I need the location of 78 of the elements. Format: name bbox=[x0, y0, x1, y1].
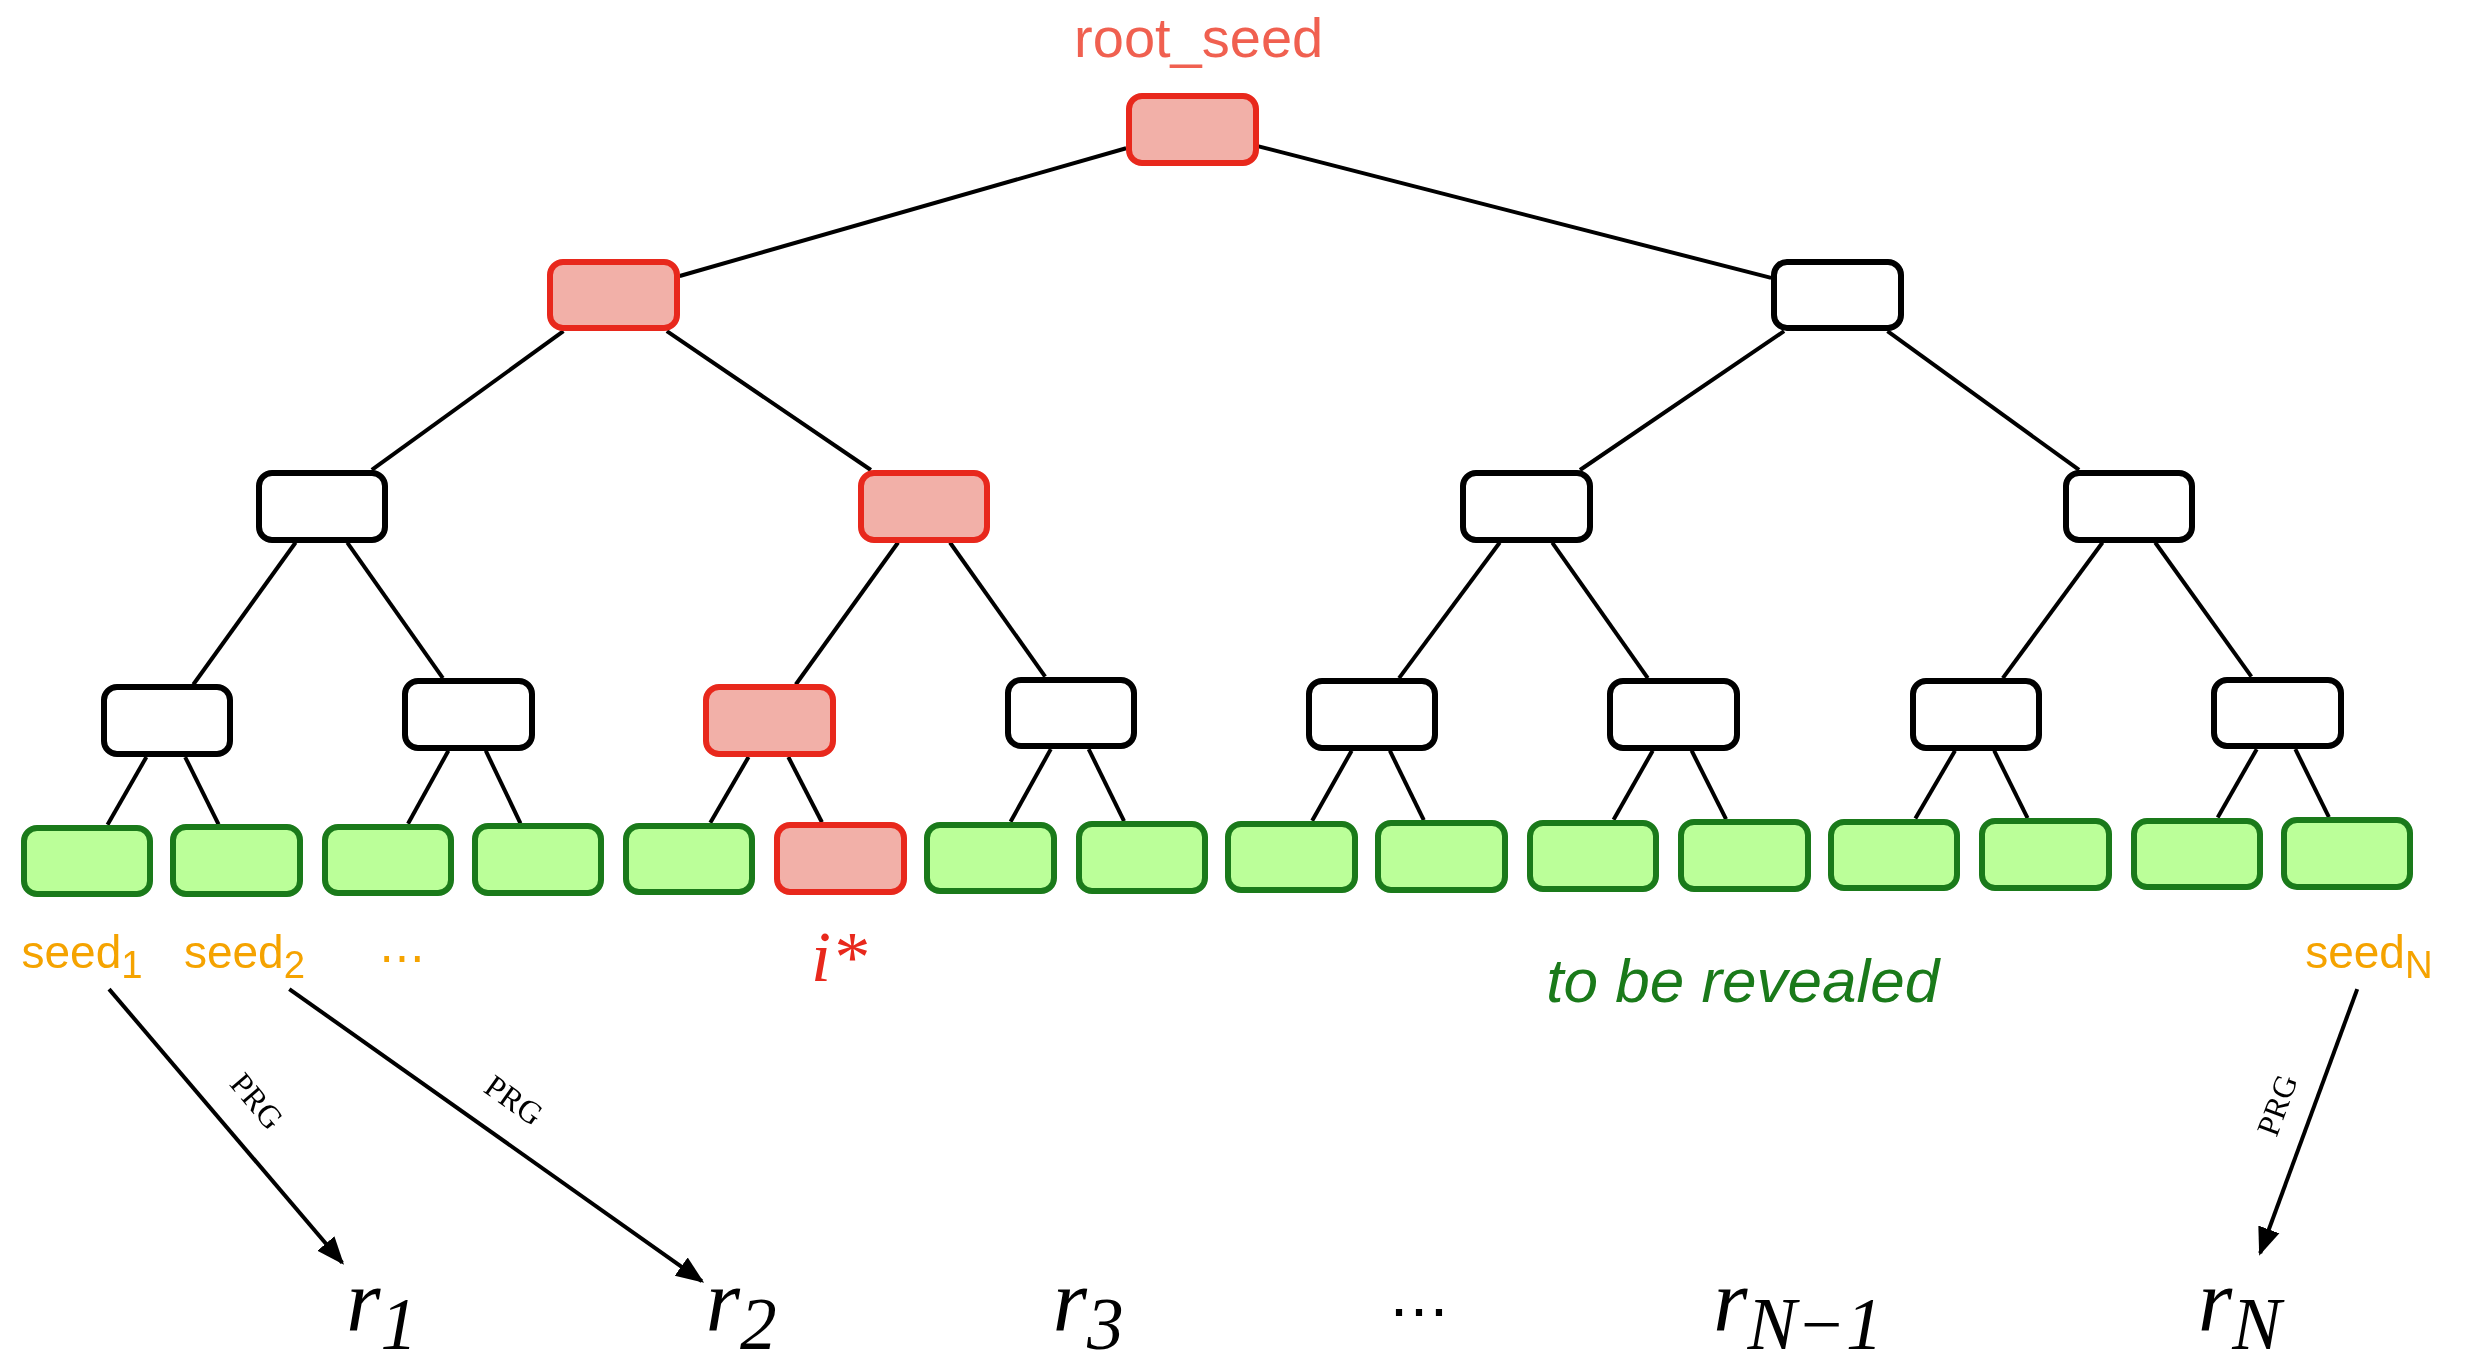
leaf-node bbox=[170, 824, 303, 897]
seed-label: seed$_{2}$ bbox=[183, 929, 305, 986]
leaf-node bbox=[1979, 818, 2112, 891]
tree-edge bbox=[948, 541, 1047, 678]
highlighted-node bbox=[857, 470, 991, 543]
leaf-node bbox=[1678, 819, 1811, 892]
tree-edge bbox=[191, 541, 298, 686]
leaf-node bbox=[2280, 817, 2414, 890]
leaf-node bbox=[321, 823, 455, 897]
tree-edge bbox=[2001, 541, 2105, 680]
tree-edge bbox=[345, 541, 445, 680]
tree-edge bbox=[679, 146, 1127, 278]
tree-node bbox=[1460, 470, 1593, 543]
node-caption: root_seed bbox=[1074, 9, 1324, 66]
tree-edge bbox=[2153, 541, 2253, 678]
edge-label: PRG bbox=[2251, 1070, 2303, 1141]
arrow bbox=[288, 987, 705, 1283]
tree-edge bbox=[1913, 749, 1957, 820]
tree-edge bbox=[665, 329, 872, 472]
tree-edge bbox=[183, 756, 221, 826]
tree-node bbox=[255, 470, 388, 543]
tree-edge bbox=[406, 749, 451, 825]
tree-edge bbox=[1689, 749, 1728, 821]
tree-edge bbox=[2215, 748, 2259, 819]
highlighted-node bbox=[703, 684, 836, 758]
tree-edge bbox=[1992, 749, 2030, 819]
leaf-node bbox=[471, 823, 605, 896]
arrow bbox=[107, 987, 345, 1265]
tree-edge bbox=[370, 329, 565, 472]
tree-node bbox=[402, 678, 535, 751]
tree-edge bbox=[1086, 748, 1126, 823]
output-label: r$_{N−1}$ bbox=[1713, 1257, 1883, 1360]
tree-edge bbox=[1578, 329, 1786, 472]
output-label: r$_{2}$ bbox=[705, 1257, 777, 1360]
annotation-text: to be revealed bbox=[1546, 950, 1940, 1012]
leaf-node bbox=[1225, 820, 1358, 894]
seed-label: seed$_{N}$ bbox=[2305, 929, 2433, 986]
tree-edge bbox=[105, 756, 149, 826]
tree-edge bbox=[1388, 749, 1426, 822]
tree-edge bbox=[1886, 329, 2081, 472]
leaf-node bbox=[1375, 820, 1508, 893]
arrow bbox=[2258, 988, 2360, 1256]
tree-edge bbox=[1310, 749, 1354, 822]
tree-edge bbox=[1008, 748, 1053, 823]
output-label: r$_{1}$ bbox=[346, 1257, 418, 1360]
tree-node bbox=[100, 684, 234, 758]
leaf-node bbox=[20, 824, 153, 898]
leaf-node bbox=[2130, 817, 2264, 891]
highlighted-node bbox=[1126, 93, 1259, 166]
leaf-node bbox=[622, 822, 756, 896]
leaf-node bbox=[1526, 819, 1660, 893]
tree-edge bbox=[1397, 541, 1502, 680]
tree-edge bbox=[1611, 749, 1655, 821]
edge-label: PRG bbox=[479, 1069, 550, 1132]
tree-node bbox=[1771, 258, 1904, 332]
tree-edge bbox=[1258, 144, 1772, 280]
ellipsis: ⋯ bbox=[379, 934, 426, 981]
seed-label: seed$_{1}$ bbox=[21, 929, 143, 986]
tree-edge bbox=[708, 756, 751, 824]
highlighted-node bbox=[547, 258, 680, 332]
tree-edge bbox=[786, 756, 824, 824]
tree-node bbox=[1004, 676, 1138, 750]
node-caption: i* bbox=[811, 921, 868, 994]
tree-edge bbox=[794, 541, 900, 686]
tree-node bbox=[1909, 678, 2043, 751]
leaf-node bbox=[1075, 821, 1209, 894]
tree-edge bbox=[1550, 541, 1650, 680]
tree-node bbox=[2211, 676, 2344, 750]
tree-node bbox=[2062, 470, 2196, 543]
output-label: r$_{3}$ bbox=[1052, 1257, 1124, 1360]
highlighted-node bbox=[774, 822, 907, 895]
tree-edge bbox=[2293, 748, 2331, 818]
ellipsis: ⋯ bbox=[1389, 1282, 1450, 1343]
tree-edge bbox=[483, 749, 523, 825]
leaf-node bbox=[924, 821, 1057, 895]
tree-node bbox=[1305, 678, 1439, 751]
leaf-node bbox=[1827, 818, 1961, 892]
tree-node bbox=[1607, 678, 1740, 751]
